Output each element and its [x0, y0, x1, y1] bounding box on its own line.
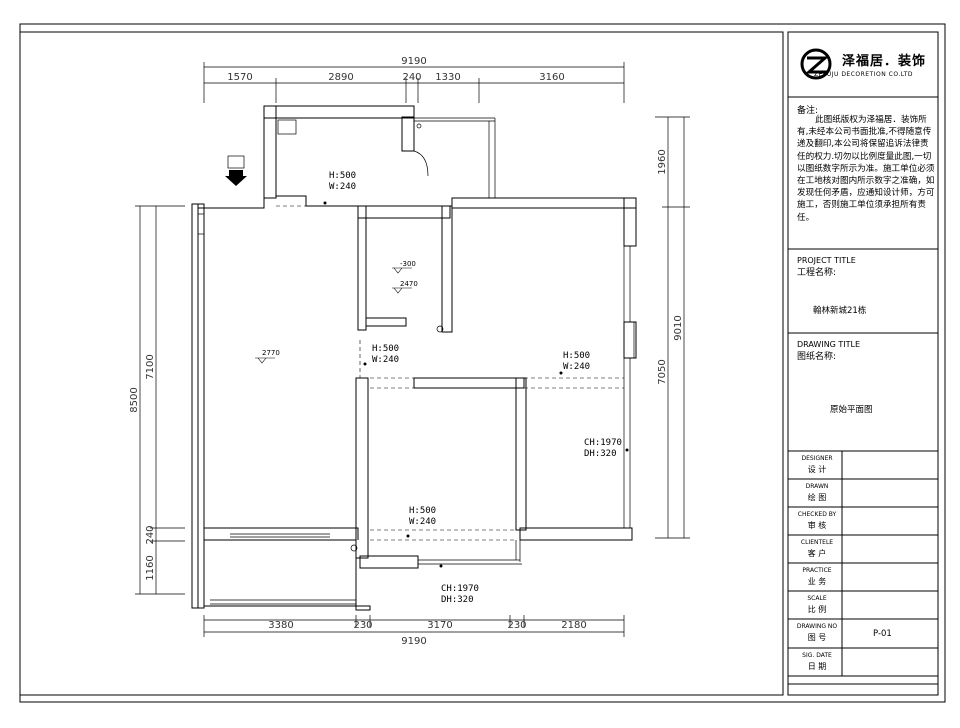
drawing-title-label-en: DRAWING TITLE [797, 340, 861, 349]
dim-top-seg-1: 1570 [227, 72, 252, 83]
dim-left-seg-1: 7100 [145, 354, 156, 379]
project-title-label-en: PROJECT TITLE [797, 256, 856, 265]
dim-bottom-seg-1: 3380 [268, 620, 293, 631]
window-label-dh-2: DH:320 [441, 595, 474, 605]
dim-bottom-seg-5: 2180 [561, 620, 586, 631]
dim-top-seg-2: 2890 [328, 72, 353, 83]
beam-label-w-2: W:240 [372, 355, 399, 365]
dim-top-total: 9190 [401, 56, 426, 67]
drawing-title-label-cn: 图纸名称: [797, 352, 837, 362]
dim-right-seg-2: 7050 [657, 359, 668, 384]
dim-bottom-seg-3: 3170 [427, 620, 452, 631]
dim-right-seg-1: 1960 [657, 149, 668, 174]
beam-label-w-1: W:240 [329, 182, 356, 192]
dim-top-seg-4: 1330 [435, 72, 460, 83]
ceiling-level-2770: 2770 [262, 349, 280, 357]
window-label-ch-1: CH:1970 [584, 438, 622, 448]
notes-text: 此图纸版权为泽福居．装饰所有,未经本公司书面批准,不得随意传递及翻印,本公司将保… [797, 115, 935, 223]
dim-bottom-seg-2: 230 [353, 620, 372, 631]
project-title-value: 翰林新城21栋 [813, 306, 867, 316]
dim-bottom-total: 9190 [401, 636, 426, 647]
floor-level-minus300: -300 [400, 260, 416, 268]
title-block-grid [788, 96, 938, 685]
beam-markers [323, 201, 629, 568]
level-markers [255, 267, 412, 364]
window-label-ch-2: CH:1970 [441, 584, 479, 594]
north-arrow-icon [225, 155, 247, 186]
dim-top-seg-5: 3160 [539, 72, 564, 83]
dim-right-total: 9010 [673, 315, 684, 340]
company-name-en: ZEFUJU DECORETION CO.LTD [814, 71, 914, 78]
dimension-lines [135, 62, 690, 637]
beam-label-h-1: H:500 [329, 171, 356, 181]
dim-left-seg-2: 240 [145, 525, 156, 544]
notes-label: 备注: [797, 106, 819, 116]
beam-label-h-2: H:500 [372, 344, 399, 354]
drawing-title-value: 原始平面图 [830, 405, 873, 415]
beam-label-w-4: W:240 [409, 517, 436, 527]
beam-label-h-4: H:500 [409, 506, 436, 516]
beams [276, 205, 624, 541]
beam-label-w-3: W:240 [563, 362, 590, 372]
company-logo-icon [800, 48, 832, 80]
project-title-label-cn: 工程名称: [797, 268, 837, 278]
drawing-number-value: P-01 [873, 629, 892, 639]
drawing-area-border [19, 31, 784, 696]
dim-top-seg-3: 240 [402, 72, 421, 83]
windows [210, 117, 635, 605]
ceiling-level-2470: 2470 [400, 280, 418, 288]
dim-left-total: 8500 [129, 387, 140, 412]
window-label-dh-1: DH:320 [584, 449, 617, 459]
company-name-cn: 泽福居．装饰 [842, 54, 927, 69]
dim-bottom-seg-4: 230 [507, 620, 526, 631]
dim-left-seg-3: 1160 [145, 555, 156, 580]
fixtures [197, 119, 444, 552]
beam-label-h-3: H:500 [563, 351, 590, 361]
title-block-border [787, 31, 939, 696]
